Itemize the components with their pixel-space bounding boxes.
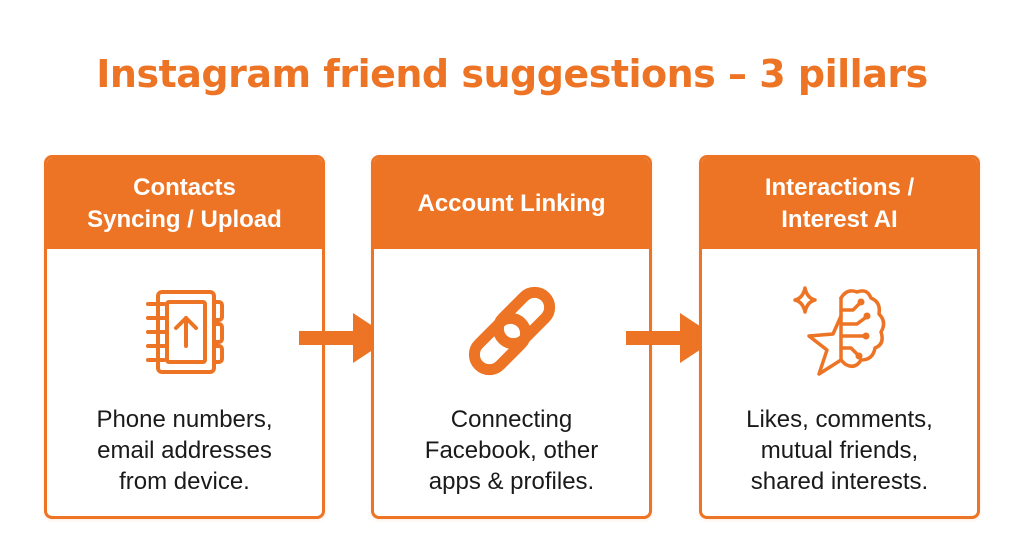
pillar-heading: Account Linking [374, 158, 649, 249]
arrow-right-icon [626, 313, 718, 363]
contacts-upload-icon [145, 290, 224, 374]
pillar-heading: Contacts Syncing / Upload [47, 158, 322, 249]
pillar-description: Likes, comments, mutual friends, shared … [746, 406, 933, 495]
pillar-card-interactions-ai: Interactions / Interest AI Likes, commen… [699, 155, 980, 519]
pillar-heading: Interactions / Interest AI [702, 158, 977, 249]
pillar-description: Connecting Facebook, other apps & profil… [424, 406, 599, 495]
chain-link-icon [468, 286, 555, 376]
pillar-card-contacts: Contacts Syncing / Upload Phone numbers,… [44, 155, 325, 519]
sparkle-star-ai-brain-icon [792, 286, 885, 376]
pillar-card-account-linking: Account Linking Connecting Facebook, oth… [371, 155, 652, 519]
pillar-description: Phone numbers, email addresses from devi… [96, 406, 273, 495]
arrow-right-icon [299, 313, 391, 363]
page-title: Instagram friend suggestions – 3 pillars [96, 52, 928, 96]
